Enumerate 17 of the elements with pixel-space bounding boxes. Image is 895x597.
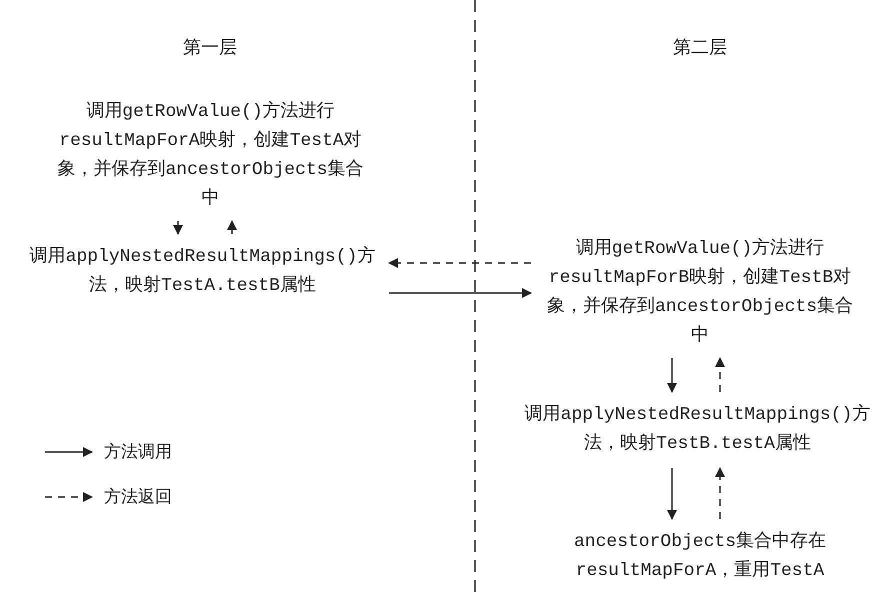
column-heading: 第二层 xyxy=(673,36,727,59)
step-text: 调用applyNestedResultMappings()方法，映射TestB.testA属性 xyxy=(515,398,880,460)
step-text: 调用getRowValue()方法进行resultMapForB映射，创建TestB对象，并保存到ancestorObjects集合中 xyxy=(535,232,865,350)
step-text: 调用getRowValue()方法进行resultMapForA映射，创建TestA对象，并保存到ancestorObjects集合中 xyxy=(48,95,373,213)
arrow xyxy=(388,258,531,268)
legend-label: 方法调用 xyxy=(104,441,172,463)
arrow xyxy=(715,467,725,519)
arrow xyxy=(173,221,183,235)
arrow xyxy=(715,357,725,392)
arrow xyxy=(667,358,677,393)
arrow xyxy=(227,220,237,234)
step-text: ancestorObjects集合中存在resultMapForA，重用TestA xyxy=(565,525,835,587)
column-heading: 第一层 xyxy=(183,36,237,59)
arrow xyxy=(389,288,532,298)
arrow xyxy=(667,468,677,520)
step-text: 调用applyNestedResultMappings()方法，映射TestA.testB属性 xyxy=(20,240,385,302)
legend-label: 方法返回 xyxy=(104,486,172,508)
